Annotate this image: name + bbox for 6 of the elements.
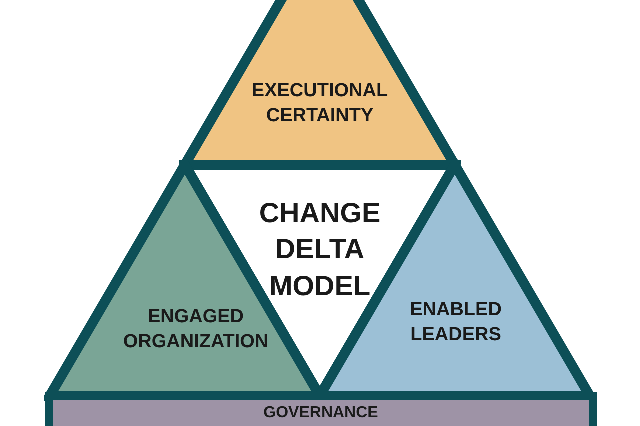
segment-label: ENABLED LEADERS: [409, 298, 503, 347]
segment-label: GOVERNANCE: [262, 404, 380, 424]
segment-label: EXECUTIONAL CERTAINTY: [250, 79, 390, 128]
segment-label: CHANGE DELTA MODEL: [258, 196, 382, 304]
base-bar: [45, 392, 597, 426]
segment-label: ENGAGED ORGANIZATION: [122, 305, 270, 354]
